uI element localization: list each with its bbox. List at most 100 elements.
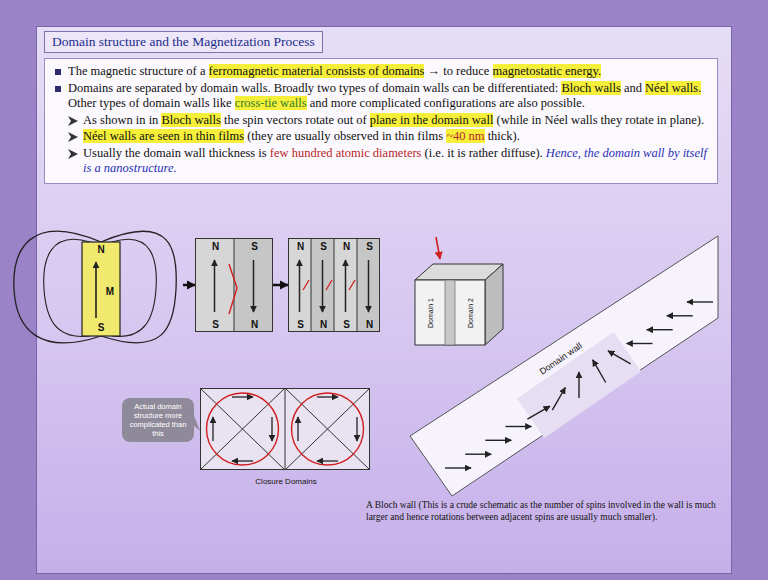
wall-core (517, 332, 641, 438)
two-domain-drawing (195, 238, 273, 332)
bloch-wall-drawing (410, 236, 718, 496)
domain (334, 238, 357, 332)
pole-label: N (297, 242, 304, 252)
spin-arrow (317, 460, 338, 461)
spin-arrow (608, 351, 631, 364)
red-annotation-arrow (436, 237, 440, 259)
spin-arrow (356, 417, 357, 441)
pole-label: N (320, 320, 327, 330)
spin-arrow (232, 460, 253, 461)
spin-arrow (687, 301, 713, 302)
bullet-arrow (68, 149, 78, 159)
two-domain-specimen: NSSN (195, 238, 273, 332)
spin-arrow (345, 260, 347, 312)
pole-label: N (97, 245, 104, 255)
bar-magnet: N M S (10, 236, 183, 340)
figure-caption: Closure Domains (255, 478, 316, 486)
callout-text: Actual domain structure more complicated… (127, 402, 189, 438)
spin-arrow (465, 454, 491, 455)
spin-arrow (299, 260, 301, 312)
pole-label: N (343, 242, 350, 252)
bullet-arrow (68, 132, 78, 142)
spin-arrow (297, 417, 298, 441)
spin-arrow (445, 467, 471, 468)
transition-arrow (273, 284, 288, 287)
bullet-arrow-shape (68, 116, 78, 126)
domain-wall (334, 238, 335, 332)
bullet-text: As shown in in (83, 113, 161, 127)
bullet-text: thick). (485, 129, 520, 143)
pole-label: N (251, 320, 258, 330)
four-domain-specimen: NSNSSNSN (288, 238, 380, 332)
bullet-text: (while in Néel walls they rotate in plan… (493, 113, 704, 127)
spin-arrow (593, 360, 606, 383)
pole-label: S (98, 323, 105, 333)
domain-wall (234, 238, 235, 332)
figure-caption: A Bloch wall (This is a crude schematic … (366, 500, 716, 523)
block-side (485, 264, 503, 345)
domain-label: Domain 1 (427, 298, 434, 328)
spin-arrow (527, 406, 550, 419)
magnetization-arrow (95, 262, 97, 318)
highlighted-term: ~40 nm (446, 129, 484, 143)
spin-arrow (271, 417, 272, 441)
red-annotation (229, 264, 237, 314)
spin-arrow (552, 388, 565, 411)
highlighted-term: cross-tie walls (235, 96, 307, 110)
bullet-text: Domains are separated by domain walls. B… (68, 81, 561, 95)
bullet-text: Other types of domain walls like (68, 96, 235, 110)
pole-label: S (366, 242, 373, 252)
red-annotation (292, 393, 364, 465)
bullet-text: Usually the domain wall thickness is (83, 146, 270, 160)
domain (195, 238, 234, 332)
domain (311, 238, 334, 332)
domain-block-3d: Domain 1 Domain 2 (415, 262, 505, 346)
bullet-arrow-shape (68, 132, 78, 142)
specimen (200, 388, 370, 470)
pole-label: S (320, 242, 327, 252)
bar-magnet-drawing (14, 231, 176, 343)
highlighted-term: plane in the domain wall (370, 113, 494, 127)
bullet-item: The magnetic structure of a ferromagneti… (53, 64, 709, 80)
four-domain-drawing (288, 238, 380, 332)
bullet-arrow (68, 116, 78, 126)
slide-title-box: Domain structure and the Magnetization P… (44, 31, 323, 53)
spin-arrow (506, 426, 532, 427)
pole-label: S (251, 242, 258, 252)
bullet-square (55, 69, 61, 75)
bullet-item: Usually the domain wall thickness is few… (53, 146, 709, 177)
bullet-text: the spin vectors rotate out of (221, 113, 370, 127)
bullet-text: and more complicated configurations are … (307, 96, 585, 110)
spin-arrow (627, 343, 653, 344)
bullet-text: (they are usually observed in thin films (244, 129, 446, 143)
spin-arrow (212, 417, 213, 441)
pole-label: M (106, 287, 114, 297)
bullet-square (55, 86, 61, 92)
pole-label: S (343, 320, 350, 330)
wall-region (410, 236, 718, 496)
domain-wall (357, 238, 358, 332)
spin-arrow (253, 260, 255, 312)
domain (234, 238, 273, 332)
bullet-text: (i.e. it is rather diffuse). (421, 146, 545, 160)
highlighted-term: magnetostatic energy. (493, 64, 602, 78)
bullet-item: As shown in in Bloch walls the spin vect… (53, 113, 709, 129)
bloch-wall-schematic: Domain wall (410, 236, 720, 498)
closure-domain-specimen: Closure Domains (200, 388, 370, 470)
domain-label: Domain 2 (467, 298, 474, 328)
pole-label: S (212, 320, 219, 330)
bullet-text: and (621, 81, 645, 95)
bullet-arrow-shape (68, 149, 78, 159)
highlighted-term: Néel walls are seen in thin films (83, 129, 244, 143)
spin-arrow (214, 260, 216, 312)
bullet-text: The magnetic structure of a (68, 64, 209, 78)
spin-arrow (647, 329, 673, 330)
pole-label: N (366, 320, 373, 330)
spin-arrow (368, 260, 370, 312)
domain-wall (200, 388, 370, 470)
transition-arrow (183, 284, 195, 287)
callout-bubble: Actual domain structure more complicated… (122, 398, 194, 442)
highlighted-term: Bloch walls (561, 81, 620, 95)
block-front (415, 280, 485, 345)
bullet-panel: The magnetic structure of a ferromagneti… (44, 58, 718, 184)
